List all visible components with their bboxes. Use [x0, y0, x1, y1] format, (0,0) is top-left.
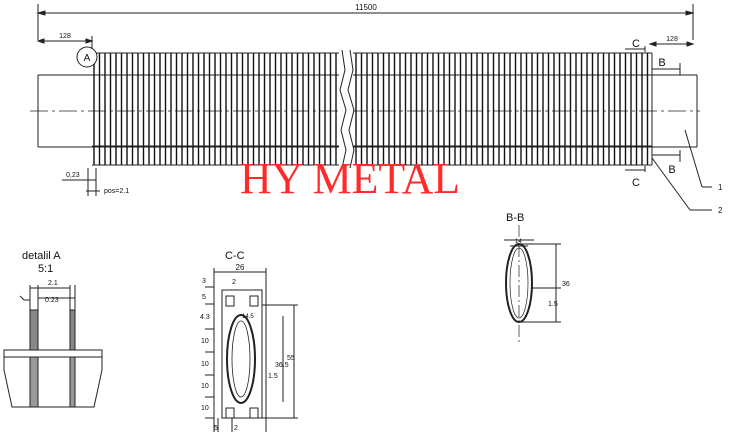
section-b-markers [652, 63, 681, 162]
fin-frame [92, 52, 653, 166]
tube-body [30, 74, 700, 148]
detail-a-title: detalil A [22, 250, 61, 262]
right-end-dimension [648, 41, 695, 47]
section-b-bottom-label: B [668, 164, 675, 176]
left-end-dimension [36, 36, 94, 50]
section-c-c-dim-10-d: 10 [201, 405, 209, 412]
part-leaders [651, 129, 712, 211]
section-c-c-dim-2-top: 2 [232, 279, 236, 286]
section-b-b-tube-width: 14 [515, 239, 522, 245]
fin-thickness-dimension [62, 168, 100, 196]
section-b-top-label: B [658, 57, 665, 69]
detail-a-scale: 5:1 [38, 263, 53, 275]
section-c-top-label: C [632, 38, 640, 50]
section-c-c-dim-10-a: 10 [201, 338, 209, 345]
section-c-c-tube-height: 36.5 [275, 362, 289, 369]
detail-a-thickness: 0.23 [45, 297, 59, 304]
section-c-c-height: 55 [287, 355, 295, 362]
watermark: HY METAL [240, 154, 460, 203]
section-c-bottom-label: C [632, 177, 640, 189]
overall-dimension [36, 4, 695, 40]
left-end-length-label: 128 [59, 33, 71, 40]
section-b-b-title: B-B [506, 212, 524, 224]
break-symbol [339, 49, 355, 169]
part-number-2: 2 [718, 206, 723, 215]
section-c-c-dim-10-c: 10 [201, 383, 209, 390]
section-b-b-tube-height: 36 [562, 281, 570, 288]
fin-pitch-label: pos=2.1 [104, 188, 129, 195]
detail-a-callout [76, 46, 98, 68]
section-b-b-view [504, 225, 561, 345]
fin-array [93, 53, 649, 165]
section-c-c-dim-4-3: 4.3 [200, 314, 210, 321]
section-c-c-dim-10-b: 10 [201, 361, 209, 368]
section-c-c-dim-3: 3 [202, 278, 206, 285]
detail-a-marker: A [84, 53, 91, 64]
detail-a-pitch: 2.1 [48, 280, 58, 287]
fin-thickness-label: 0,23 [66, 172, 80, 179]
detail-a-view [3, 285, 103, 408]
part-number-1: 1 [718, 183, 723, 192]
section-c-c-view [205, 268, 298, 432]
section-c-markers [625, 46, 646, 172]
section-c-c-dim-5-bottom: 5 [214, 425, 218, 432]
overall-length-label: 11500 [355, 3, 377, 12]
section-c-c-title: C-C [225, 250, 245, 262]
section-c-c-dim-2-bottom: 2 [234, 425, 238, 432]
section-c-c-dim-1-5: 1.5 [268, 373, 278, 380]
section-b-b-dim-1-5: 1.5 [548, 301, 558, 308]
section-c-c-tube-width: 14.5 [242, 314, 254, 320]
section-c-c-dim-5: 5 [202, 294, 206, 301]
right-end-length-label: 128 [666, 36, 678, 43]
section-c-c-width: 26 [236, 263, 245, 272]
